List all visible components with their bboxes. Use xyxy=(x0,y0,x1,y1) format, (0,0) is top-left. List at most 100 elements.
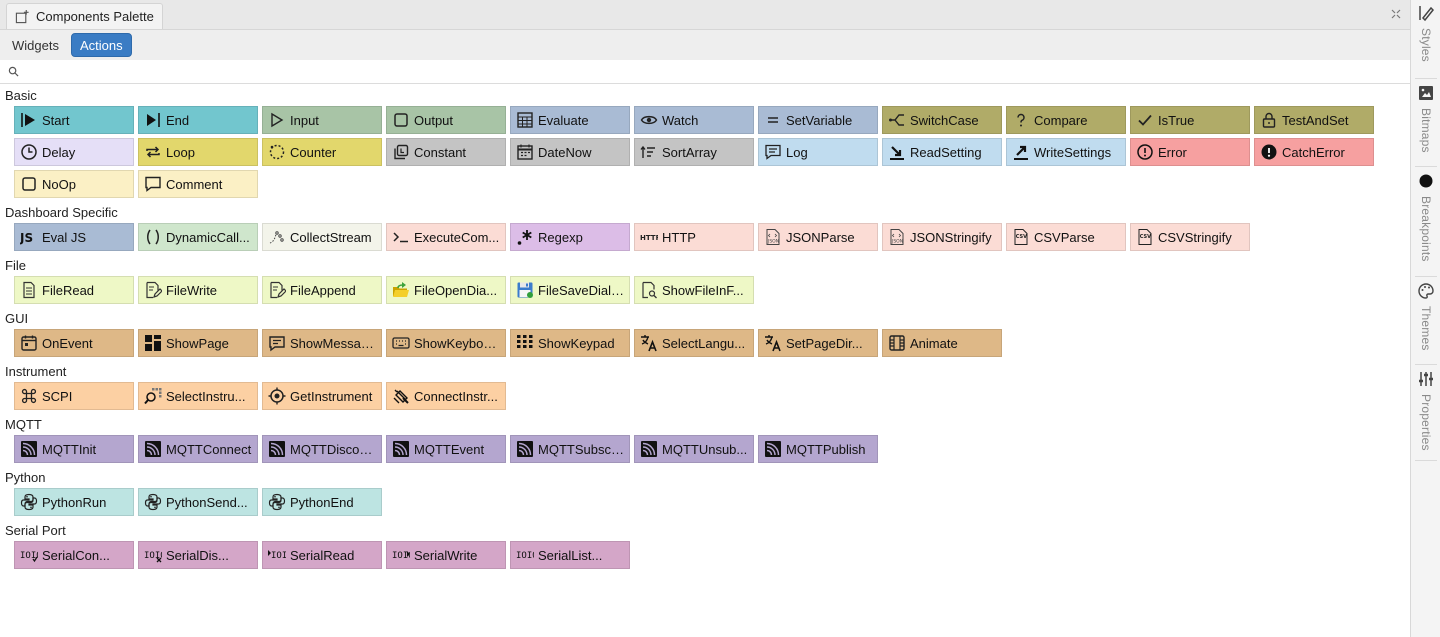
palette-item-mqttpublish[interactable]: MQTTPublish xyxy=(758,435,878,463)
palette-item-testandset[interactable]: TestAndSet xyxy=(1254,106,1374,134)
palette-item-compare[interactable]: Compare xyxy=(1006,106,1126,134)
tab-widgets[interactable]: Widgets xyxy=(12,37,59,53)
palette-item-noop[interactable]: NoOp xyxy=(14,170,134,198)
palette-item-output[interactable]: Output xyxy=(386,106,506,134)
palette-item-log[interactable]: Log xyxy=(758,138,878,166)
palette-item-pythonrun[interactable]: PythonRun xyxy=(14,488,134,516)
palette-item-fileopendia[interactable]: FileOpenDia... xyxy=(386,276,506,304)
palette-item-fileread[interactable]: FileRead xyxy=(14,276,134,304)
dock-tab-breakpoints[interactable]: Breakpoints xyxy=(1411,172,1440,262)
palette-item-writesettings[interactable]: WriteSettings xyxy=(1006,138,1126,166)
parens-icon xyxy=(144,228,162,246)
palette-item-label: JSONStringify xyxy=(910,229,992,245)
palette-item-http[interactable]: HTTPHTTP xyxy=(634,223,754,251)
palette-item-pythonsend[interactable]: PythonSend... xyxy=(138,488,258,516)
palette-item-fileappend[interactable]: FileAppend xyxy=(262,276,382,304)
palette-item-serialwrite[interactable]: IOIOISerialWrite xyxy=(386,541,506,569)
palette-item-serialdis[interactable]: IOIOISerialDis... xyxy=(138,541,258,569)
tab-actions[interactable]: Actions xyxy=(70,33,132,57)
js-icon: JS xyxy=(20,231,33,245)
palette-item-mqttevent[interactable]: MQTTEvent xyxy=(386,435,506,463)
dock-tab-styles[interactable]: Styles xyxy=(1411,4,1440,62)
palette-item-mqttconnect[interactable]: MQTTConnect xyxy=(138,435,258,463)
palette-item-datenow[interactable]: DateNow xyxy=(510,138,630,166)
category-label: GUI xyxy=(5,311,29,326)
palette-item-watch[interactable]: Watch xyxy=(634,106,754,134)
palette-item-start[interactable]: Start xyxy=(14,106,134,134)
search-input[interactable] xyxy=(23,61,1403,82)
palette-item-serialcon[interactable]: IOIOISerialCon... xyxy=(14,541,134,569)
palette-item-istrue[interactable]: IsTrue xyxy=(1130,106,1250,134)
dock-separator xyxy=(1415,364,1437,365)
palette-item-executecom[interactable]: ExecuteCom... xyxy=(386,223,506,251)
palette-item-label: IsTrue xyxy=(1158,112,1195,128)
palette-item-serialread[interactable]: IOIOISerialRead xyxy=(262,541,382,569)
palette-item-mqttinit[interactable]: MQTTInit xyxy=(14,435,134,463)
file-edit-icon xyxy=(270,281,286,299)
dock-tab-themes[interactable]: Themes xyxy=(1411,282,1440,351)
palette-item-label: End xyxy=(166,112,190,128)
dock-tab-bitmaps[interactable]: Bitmaps xyxy=(1411,84,1440,153)
palette-item-dynamiccall[interactable]: DynamicCall... xyxy=(138,223,258,251)
palette-item-label: ShowPage xyxy=(166,335,229,351)
repeat-icon xyxy=(144,143,162,161)
branch-icon xyxy=(889,114,904,126)
palette-item-selectlangu[interactable]: SelectLangu... xyxy=(634,329,754,357)
palette-item-counter[interactable]: Counter xyxy=(262,138,382,166)
csv-file-icon: CSV xyxy=(1012,228,1030,246)
palette-item-showmessag[interactable]: ShowMessag... xyxy=(262,329,382,357)
serial-write-icon: IOIOI xyxy=(392,546,410,564)
palette-item-comment[interactable]: Comment xyxy=(138,170,258,198)
palette-item-sortarray[interactable]: SortArray xyxy=(634,138,754,166)
dock-tab-properties[interactable]: Properties xyxy=(1411,370,1440,451)
category-label: File xyxy=(5,258,26,273)
palette-item-seriallist[interactable]: IOIOISerialList... xyxy=(510,541,630,569)
play-bar-icon xyxy=(20,111,38,129)
palette-item-mqttdiscon[interactable]: MQTTDiscon... xyxy=(262,435,382,463)
serial-read-icon: IOIOI xyxy=(268,546,286,564)
palette-item-label: SwitchCase xyxy=(910,112,979,128)
palette-item-connectinstr[interactable]: ConnectInstr... xyxy=(386,382,506,410)
palette-item-onevent[interactable]: OnEvent xyxy=(14,329,134,357)
palette-item-readsetting[interactable]: ReadSetting xyxy=(882,138,1002,166)
palette-item-error[interactable]: Error xyxy=(1130,138,1250,166)
palette-item-end[interactable]: End xyxy=(138,106,258,134)
palette-item-mqttsubscr[interactable]: MQTTSubscr... xyxy=(510,435,630,463)
dock-handle-icon[interactable] xyxy=(1390,8,1402,20)
palette-icon xyxy=(1418,283,1434,299)
python-icon xyxy=(20,493,38,511)
target-icon xyxy=(268,387,286,405)
palette-item-showkeypad[interactable]: ShowKeypad xyxy=(510,329,630,357)
palette-item-input[interactable]: Input xyxy=(262,106,382,134)
palette-item-pythonend[interactable]: PythonEnd xyxy=(262,488,382,516)
palette-item-loop[interactable]: Loop xyxy=(138,138,258,166)
palette-item-getinstrument[interactable]: GetInstrument xyxy=(262,382,382,410)
palette-item-label: SerialList... xyxy=(538,547,603,563)
palette-item-scpi[interactable]: SCPI xyxy=(14,382,134,410)
category-label: Serial Port xyxy=(5,523,66,538)
palette-item-delay[interactable]: Delay xyxy=(14,138,134,166)
palette-item-filewrite[interactable]: FileWrite xyxy=(138,276,258,304)
palette-item-constant[interactable]: Constant xyxy=(386,138,506,166)
palette-item-regexp[interactable]: Regexp xyxy=(510,223,630,251)
palette-item-setvariable[interactable]: SetVariable xyxy=(758,106,878,134)
palette-item-collectstream[interactable]: CollectStream xyxy=(262,223,382,251)
palette-item-evaluate[interactable]: Evaluate xyxy=(510,106,630,134)
palette-item-showkeyboard[interactable]: ShowKeyboard xyxy=(386,329,506,357)
palette-item-showpage[interactable]: ShowPage xyxy=(138,329,258,357)
palette-item-mqttunsub[interactable]: MQTTUnsub... xyxy=(634,435,754,463)
breakpoint-dot-icon xyxy=(1419,174,1433,188)
palette-item-switchcase[interactable]: SwitchCase xyxy=(882,106,1002,134)
palette-item-animate[interactable]: Animate xyxy=(882,329,1002,357)
palette-item-setpagedir[interactable]: SetPageDir... xyxy=(758,329,878,357)
palette-item-catcherror[interactable]: CatchError xyxy=(1254,138,1374,166)
palette-item-selectinstru[interactable]: SelectInstru... xyxy=(138,382,258,410)
panel-tab[interactable]: Components Palette xyxy=(6,3,163,29)
palette-item-showfileinf[interactable]: ShowFileInF... xyxy=(634,276,754,304)
palette-item-filesavedialog[interactable]: FileSaveDialog xyxy=(510,276,630,304)
